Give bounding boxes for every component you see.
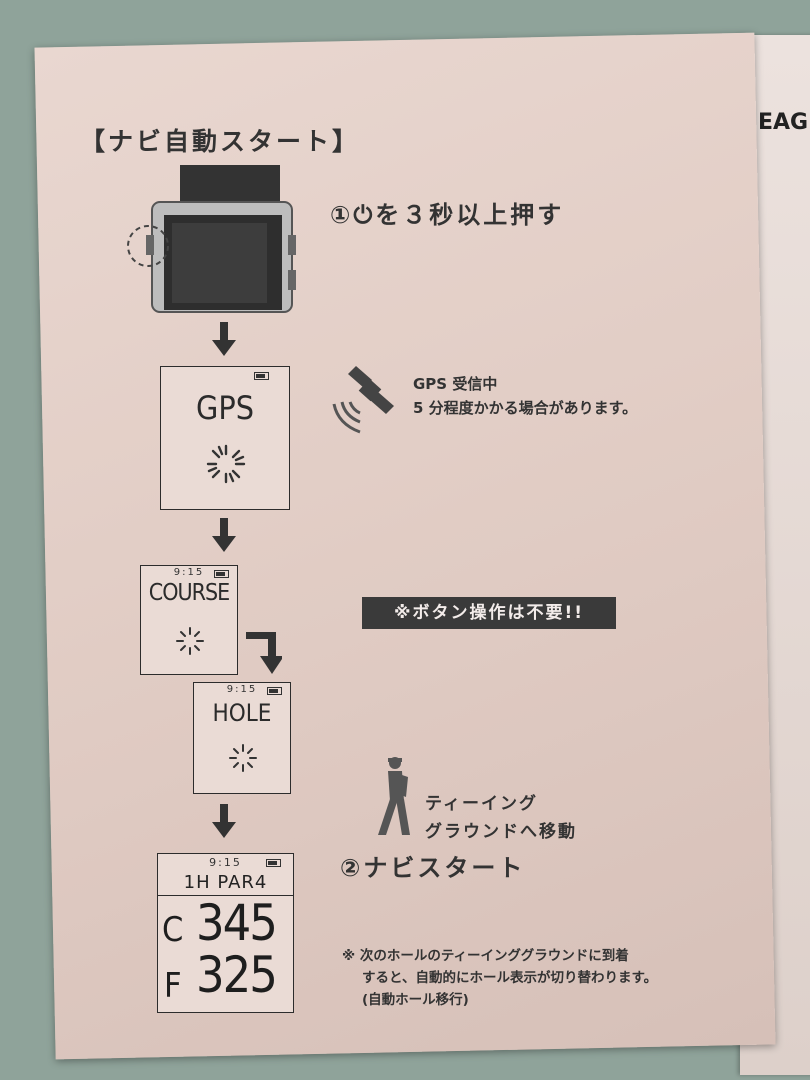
- loading-spinner-icon: [176, 627, 204, 655]
- navigation-screen: 9:15 1H PAR4 C 345 F 325: [157, 853, 294, 1013]
- footnote: ※ 次のホールのティーインググラウンドに到着 すると、自動的にホール表示が切り替…: [342, 945, 657, 1011]
- battery-icon: [267, 687, 282, 695]
- course-time: 9:15: [173, 567, 205, 578]
- nav-time: 9:15: [209, 856, 242, 869]
- course-screen: 9:15 COURSE: [140, 565, 238, 675]
- tee-note-line-1: ティーイング: [425, 794, 538, 814]
- walking-person-icon: [378, 757, 410, 835]
- gps-screen-label: GPS: [196, 389, 254, 427]
- satellite-icon: [332, 366, 394, 434]
- elbow-arrow-icon: [246, 632, 282, 674]
- no-button-needed-banner: ※ボタン操作は不要!!: [362, 597, 616, 629]
- battery-icon: [266, 859, 281, 867]
- hole-time: 9:15: [226, 684, 258, 695]
- battery-icon: [214, 570, 229, 578]
- hole-screen-label: HOLE: [212, 699, 272, 727]
- hole-screen: 9:15 HOLE: [193, 682, 291, 794]
- center-prefix: C: [162, 910, 184, 950]
- brand-partial: EAG: [758, 110, 809, 135]
- loading-spinner-icon: [206, 444, 246, 484]
- down-arrow-icon: [212, 518, 236, 552]
- step-2-text: ②ナビスタート: [340, 854, 526, 882]
- step-1-text: ①⏻を３秒以上押す: [330, 201, 565, 229]
- down-arrow-icon: [212, 322, 236, 356]
- footnote-line-3: (自動ホール移行): [362, 992, 469, 1008]
- battery-icon: [254, 372, 269, 380]
- front-prefix: F: [164, 966, 182, 1006]
- footnote-line-1: ※ 次のホールのティーインググラウンドに到着: [342, 948, 629, 964]
- loading-spinner-icon: [229, 744, 257, 772]
- gps-screen: GPS: [160, 366, 290, 510]
- tee-note: ティーイング グラウンドへ移動: [425, 790, 577, 846]
- page-title: 【ナビ自動スタート】: [80, 127, 361, 156]
- down-arrow-icon: [212, 804, 236, 838]
- gps-note: GPS 受信中 5 分程度かかる場合があります。: [413, 372, 637, 420]
- hole-par-row: 1H PAR4: [183, 872, 268, 893]
- center-distance: 345: [196, 894, 278, 952]
- gps-note-line-1: GPS 受信中: [413, 375, 498, 393]
- gps-note-line-2: 5 分程度かかる場合があります。: [413, 399, 638, 417]
- tee-note-line-2: グラウンドへ移動: [425, 822, 577, 842]
- course-screen-label: COURSE: [148, 580, 230, 606]
- front-distance: 325: [196, 946, 278, 1004]
- footnote-line-2: すると、自動的にホール表示が切り替わります。: [362, 970, 658, 986]
- watch-icon: [127, 165, 296, 313]
